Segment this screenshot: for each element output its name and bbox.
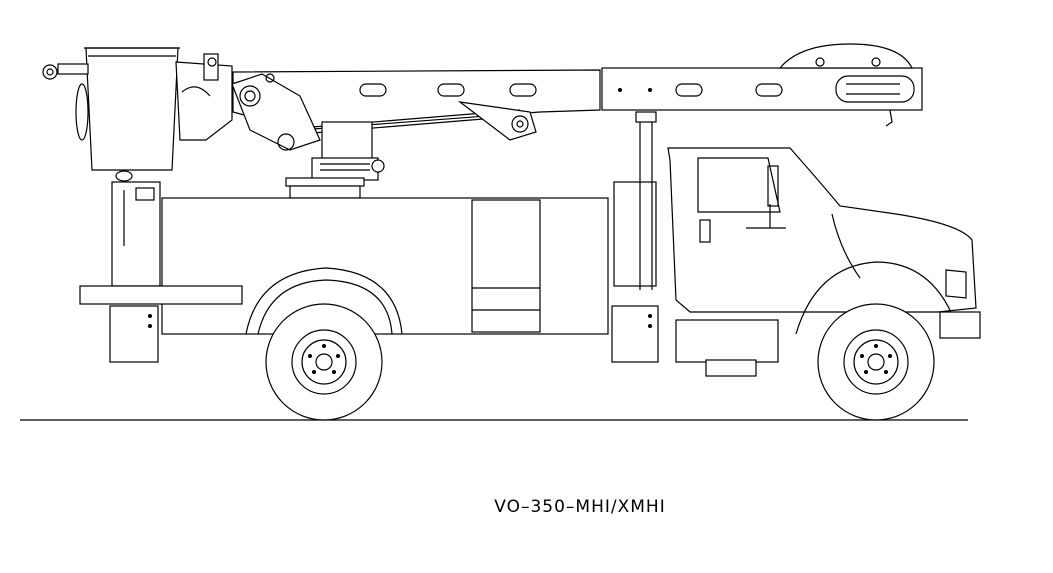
model-label: VO–350–MHI/XMHI bbox=[494, 497, 666, 517]
bucket bbox=[42, 47, 233, 182]
rear-wheel bbox=[265, 303, 383, 421]
cab bbox=[667, 147, 981, 377]
utility-body bbox=[79, 111, 659, 363]
boom bbox=[231, 43, 923, 151]
turret bbox=[285, 121, 385, 199]
front-wheel bbox=[817, 303, 935, 421]
